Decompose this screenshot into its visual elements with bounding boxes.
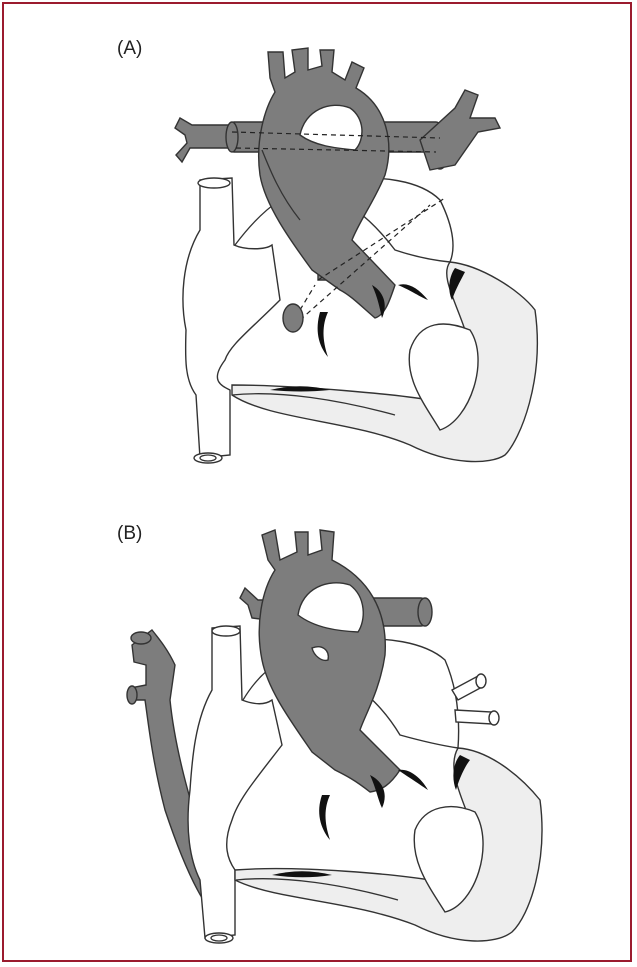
right-atrium-a [183,178,280,458]
coronary-ostium-a [283,304,303,332]
pulmonary-artery-a [175,118,232,162]
heart-diagram-b [127,530,542,943]
aorta-b [259,530,400,792]
heart-diagram-a [175,48,537,463]
aorta-a [259,48,395,318]
